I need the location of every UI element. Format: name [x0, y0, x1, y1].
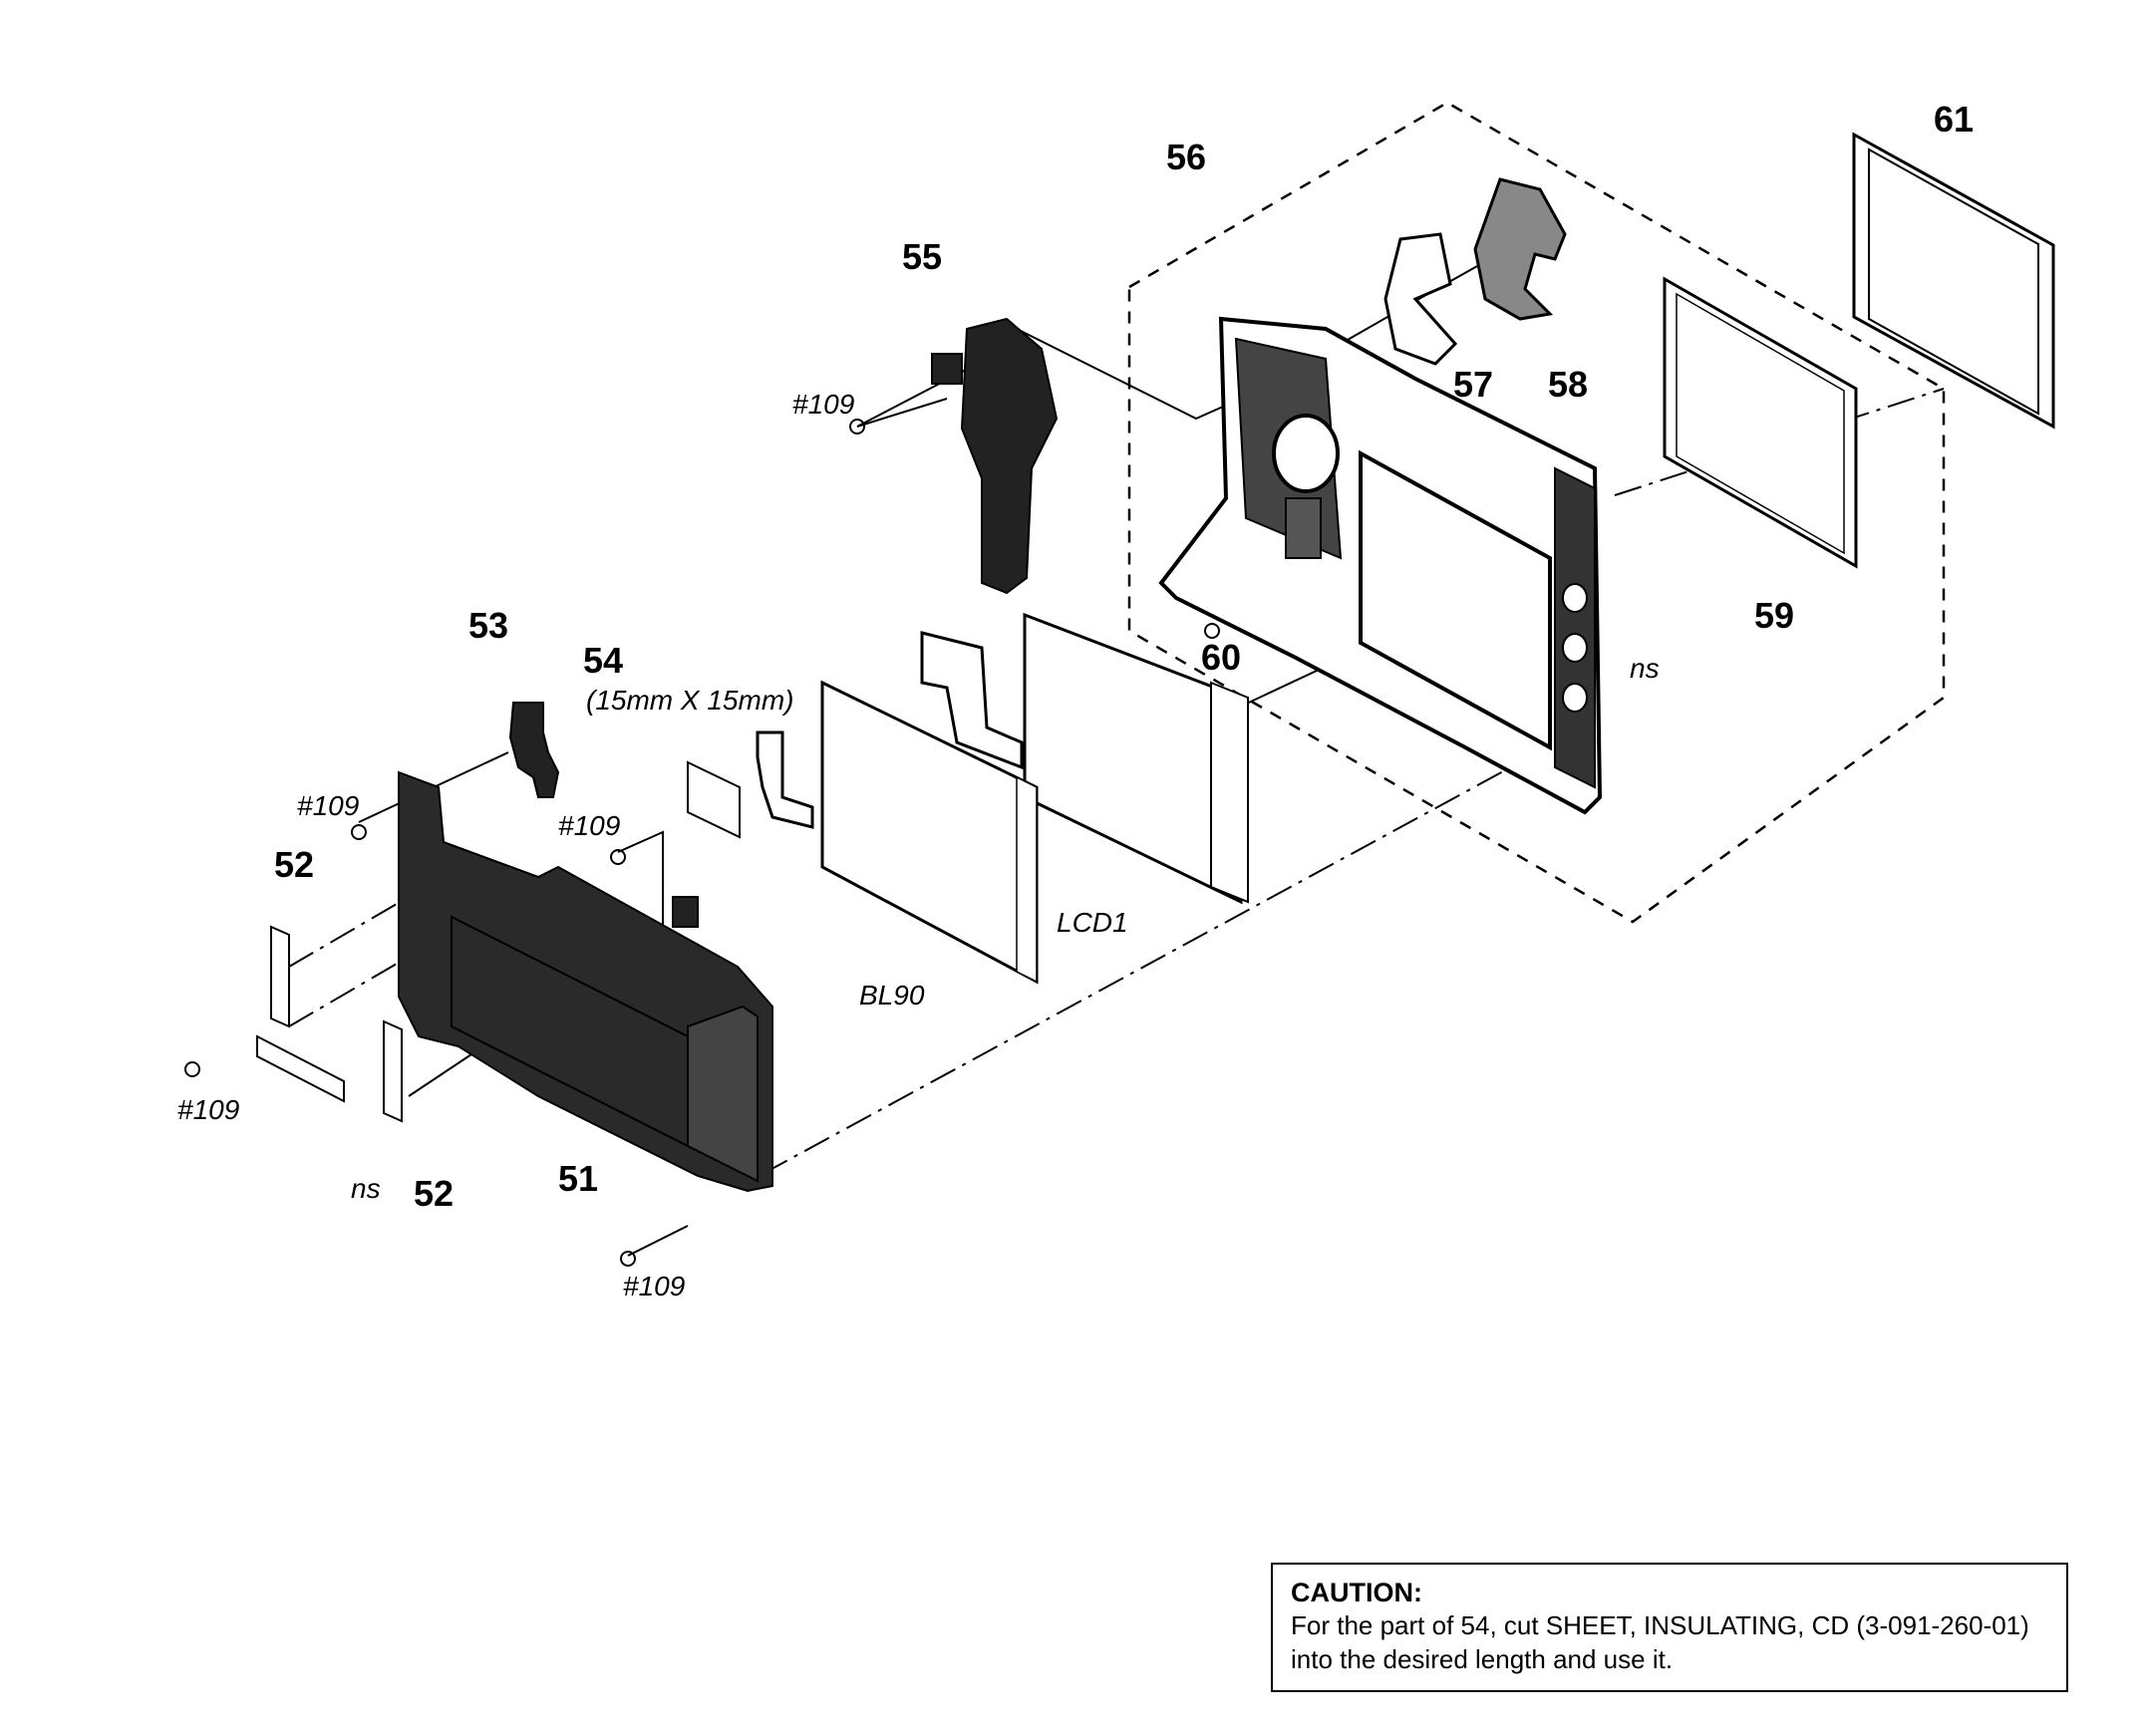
ns-plate: [256, 1034, 345, 1103]
leader-screw-bottom: [627, 1225, 689, 1257]
part-bl90-backlight: [820, 680, 1039, 985]
label-59: 59: [1754, 595, 1794, 636]
label-screw-mid: #109: [558, 810, 620, 841]
label-screw-bottom: #109: [623, 1271, 685, 1302]
part-56-rear-cabinet: [1158, 316, 1603, 815]
label-51: 51: [558, 1158, 598, 1199]
caution-note: CAUTION: For the part of 54, cut SHEET, …: [1271, 1563, 2068, 1692]
part-54-insulating-sheet: [687, 760, 741, 839]
screw-icon: [184, 419, 865, 1267]
label-52-right: 52: [414, 1173, 454, 1214]
lcd-flex-cable: [920, 631, 1024, 770]
alignment-line-main: [762, 731, 1576, 1175]
part-60-washer: [1204, 623, 1220, 639]
label-56: 56: [1166, 137, 1206, 177]
label-lcd1: LCD1: [1057, 907, 1128, 938]
part-57-grip-rubber: [1383, 232, 1458, 366]
label-screw-55: #109: [792, 389, 854, 420]
label-60: 60: [1201, 637, 1241, 678]
label-53: 53: [468, 605, 508, 646]
part-52-left-sheet: [270, 925, 290, 1028]
label-61: 61: [1934, 99, 1974, 140]
part-55-bracket: [931, 317, 1059, 595]
label-58: 58: [1548, 364, 1588, 405]
label-54-size: (15mm X 15mm): [586, 685, 793, 716]
leader-52-left: [288, 896, 410, 968]
leader-screw-55b: [856, 398, 948, 428]
label-57: 57: [1453, 364, 1493, 405]
caution-title: CAUTION:: [1291, 1578, 1422, 1607]
label-ns-left: ns: [351, 1173, 381, 1204]
part-53-bracket: [508, 702, 560, 798]
leader-52-left-b: [288, 956, 410, 1027]
part-lcd1-panel: [1023, 612, 1249, 905]
caution-text: For the part of 54, cut SHEET, INSULATIN…: [1291, 1610, 2029, 1674]
label-bl90: BL90: [859, 980, 925, 1011]
leader-screw-mid: [617, 830, 664, 932]
label-ns-right: ns: [1630, 653, 1660, 684]
part-51-frame: [398, 770, 773, 1193]
part-52-right-sheet: [383, 1019, 403, 1123]
label-54: 54: [583, 640, 623, 681]
flex-connector: [756, 730, 814, 829]
label-screw-53: #109: [297, 790, 359, 821]
alignment-line-upper: [1614, 388, 1945, 496]
label-52-left: 52: [274, 844, 314, 885]
part-61-frame: [1852, 132, 2055, 430]
label-screw-left: #109: [177, 1094, 239, 1125]
part-59-sheet: [1663, 276, 1858, 569]
part-58-grip-rubber: [1473, 177, 1567, 321]
label-55: 55: [902, 236, 942, 277]
